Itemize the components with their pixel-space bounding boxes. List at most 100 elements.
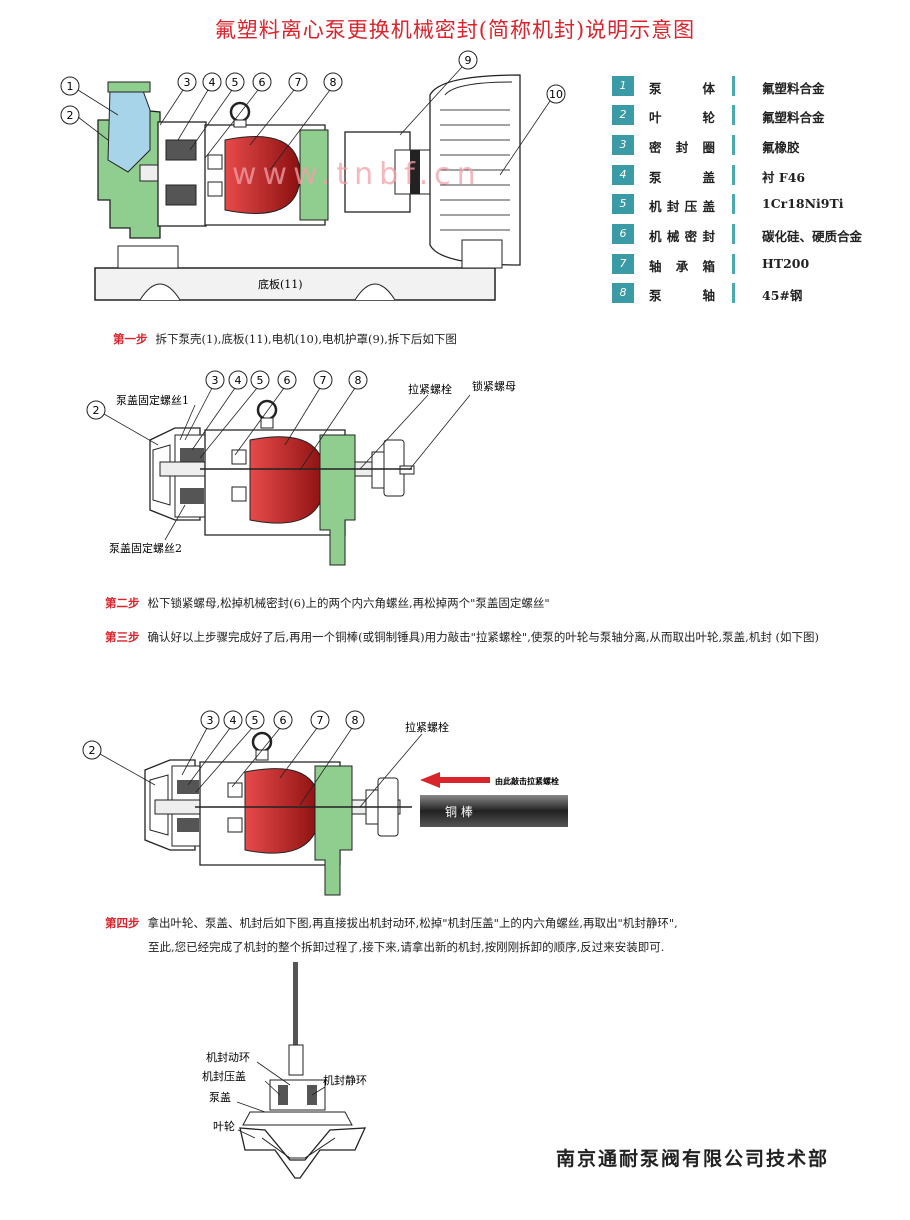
legend-divider [732, 165, 735, 185]
step-1-label: 第一步 [113, 332, 148, 346]
d2-callout-2: 2 [93, 404, 100, 417]
d3-callout-6: 6 [280, 714, 287, 727]
callout-3: 3 [184, 76, 191, 89]
callout-2: 2 [67, 109, 74, 122]
legend-part: 叶轮 [649, 110, 715, 125]
legend-row: 4 泵盖 衬 F46 [612, 165, 902, 187]
d3-callout-5: 5 [252, 714, 259, 727]
copper-rod-label: 铜 棒 [445, 804, 473, 819]
step-1-text: 拆下泵壳(1),底板(11),电机(10),电机护罩(9),拆下后如下图 [155, 332, 457, 346]
legend-num: 1 [612, 76, 634, 96]
step-4-continued: 至此,您已经完成了机封的整个拆卸过程了,接下来,请拿出新的机封,按刚刚拆卸的顺序… [148, 939, 664, 955]
legend-row: 2 叶轮 氟塑料合金 [612, 105, 902, 127]
legend-row: 8 泵轴 45#钢 [612, 283, 902, 305]
disassembly-step3-diagram: 铜 棒 由此敲击拉紧螺栓 2 3 4 5 6 7 8 拉紧螺栓 [82, 710, 568, 896]
gland-label: 机封压盖 [202, 1069, 246, 1083]
step-3-label: 第三步 [105, 630, 140, 644]
legend-row: 6 机械密封 碳化硅、硬质合金 [612, 224, 902, 246]
base-plate-label: 底板(11) [258, 277, 303, 291]
d3-callout-4: 4 [230, 714, 237, 727]
pump-cover-label: 泵盖 [209, 1090, 231, 1104]
legend-row: 5 机封压盖 1Cr18Ni9Ti [612, 194, 902, 216]
legend-divider [732, 105, 735, 125]
step-1: 第一步拆下泵壳(1),底板(11),电机(10),电机护罩(9),拆下后如下图 [113, 331, 457, 347]
step-4b-text: 至此,您已经完成了机封的整个拆卸过程了,接下来,请拿出新的机封,按刚刚拆卸的顺序… [148, 940, 665, 954]
d3-tie-bolt-label: 拉紧螺栓 [405, 720, 449, 734]
d2-callout-3: 3 [212, 374, 219, 387]
legend-part: 机械密封 [649, 229, 715, 244]
legend-part: 轴承箱 [649, 259, 715, 274]
legend-divider [732, 76, 735, 96]
copper-rod [420, 795, 568, 827]
legend-row: 7 轴承箱 HT200 [612, 254, 902, 276]
company-name: 南京通耐泵阀有限公司技术部 [556, 1148, 830, 1170]
callout-4: 4 [209, 76, 216, 89]
legend-material: 氟塑料合金 [762, 81, 825, 96]
callout-8: 8 [330, 76, 337, 89]
d2-callout-5: 5 [257, 374, 264, 387]
disassembly-step1-diagram: 2 3 4 5 6 7 8 泵盖固定螺丝1 泵盖固定螺丝2 拉紧螺栓 锁紧螺母 [86, 370, 516, 566]
legend-material: 衬 F46 [762, 170, 806, 185]
strike-arrow [420, 772, 490, 788]
watermark: www.tnbf.cn [232, 157, 482, 192]
callout-7: 7 [295, 76, 302, 89]
legend-divider [732, 194, 735, 214]
pump-assembly-diagram: 1 2 3 4 5 6 7 8 9 10 底板(11) www.tnbf.cn [60, 50, 566, 301]
legend-part: 泵轴 [649, 288, 715, 303]
legend-num: 5 [612, 194, 634, 214]
step-4: 第四步拿出叶轮、泵盖、机封后如下图,再直接拔出机封动环,松掉"机封压盖"上的内六… [105, 915, 678, 931]
legend-num: 3 [612, 135, 634, 155]
step-2: 第二步松下锁紧螺母,松掉机械密封(6)上的两个内六角螺丝,再松掉两个"泵盖固定螺… [105, 595, 550, 611]
impeller-label: 叶轮 [213, 1119, 235, 1133]
rotating-ring-label: 机封动环 [206, 1050, 250, 1064]
callout-5: 5 [232, 76, 239, 89]
d3-callout-7: 7 [317, 714, 324, 727]
d2-callout-4: 4 [235, 374, 242, 387]
callout-6: 6 [259, 76, 266, 89]
legend-divider [732, 254, 735, 274]
step-4-text: 拿出叶轮、泵盖、机封后如下图,再直接拔出机封动环,松掉"机封压盖"上的内六角螺丝… [147, 916, 678, 930]
step-4-label: 第四步 [105, 916, 140, 930]
legend-material: 碳化硅、硬质合金 [762, 229, 863, 244]
screw1-label: 泵盖固定螺丝1 [116, 393, 189, 407]
legend-divider [732, 283, 735, 303]
legend-divider [732, 224, 735, 244]
legend-num: 8 [612, 283, 634, 303]
callout-10: 10 [549, 88, 563, 101]
d2-callout-6: 6 [284, 374, 291, 387]
legend-num: 7 [612, 254, 634, 274]
step-2-text: 松下锁紧螺母,松掉机械密封(6)上的两个内六角螺丝,再松掉两个"泵盖固定螺丝" [147, 596, 550, 610]
legend-part: 密封圈 [649, 140, 715, 155]
d2-callout-7: 7 [320, 374, 327, 387]
legend-divider [732, 135, 735, 155]
tie-bolt-label: 拉紧螺栓 [408, 382, 452, 396]
legend-material: 氟塑料合金 [762, 110, 825, 125]
d3-callout-3: 3 [207, 714, 214, 727]
strike-arrow-label: 由此敲击拉紧螺栓 [495, 776, 559, 786]
d3-callout-2: 2 [89, 744, 96, 757]
page-title: 氟塑料离心泵更换机械密封(简称机封)说明示意图 [214, 18, 696, 42]
legend-num: 4 [612, 165, 634, 185]
stationary-ring-label: 机封静环 [323, 1073, 367, 1087]
callout-1: 1 [67, 80, 74, 93]
legend-num: 2 [612, 105, 634, 125]
callout-9: 9 [465, 54, 472, 67]
legend-part: 机封压盖 [649, 199, 715, 214]
legend-material: 氟橡胶 [762, 140, 800, 155]
lock-nut-label: 锁紧螺母 [472, 379, 516, 393]
step-2-label: 第二步 [105, 596, 140, 610]
step-3: 第三步确认好以上步骤完成好了后,再用一个铜棒(或铜制锤具)用力敲击"拉紧螺栓",… [105, 629, 819, 645]
d3-callout-8: 8 [352, 714, 359, 727]
legend-part: 泵体 [649, 81, 715, 96]
legend-material: 45#钢 [762, 288, 803, 303]
legend-num: 6 [612, 224, 634, 244]
legend-material: 1Cr18Ni9Ti [762, 196, 844, 211]
step-3-text: 确认好以上步骤完成好了后,再用一个铜棒(或铜制锤具)用力敲击"拉紧螺栓",使泵的… [147, 630, 819, 644]
screw2-label: 泵盖固定螺丝2 [109, 541, 182, 555]
legend-row: 1 泵体 氟塑料合金 [612, 76, 902, 98]
d2-callout-8: 8 [355, 374, 362, 387]
legend-material: HT200 [762, 256, 810, 271]
seal-parts-diagram: 机封动环 机封压盖 泵盖 叶轮 机封静环 [202, 962, 367, 1179]
legend-part: 泵盖 [649, 170, 715, 185]
